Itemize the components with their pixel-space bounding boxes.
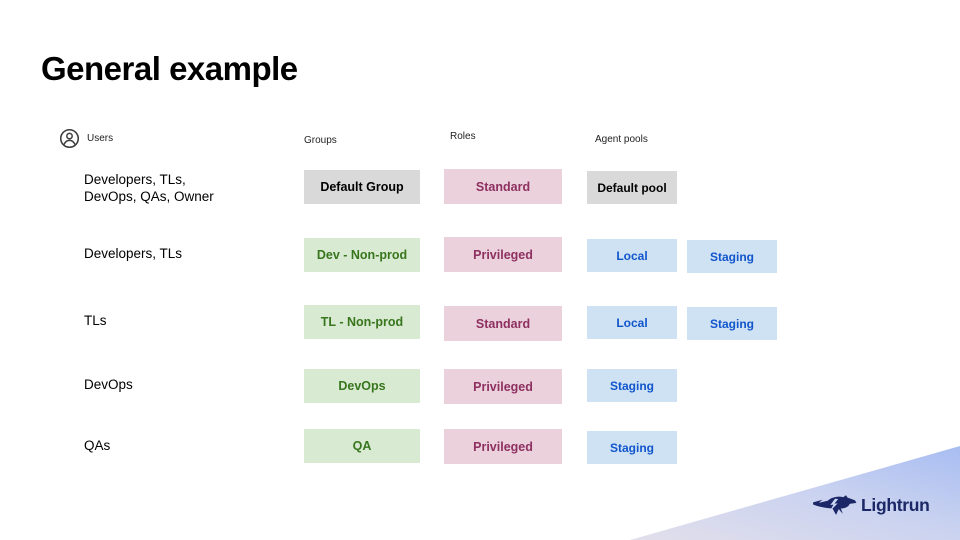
role-chip: Privileged	[444, 237, 562, 272]
group-chip: Default Group	[304, 170, 420, 204]
role-chip: Privileged	[444, 369, 562, 404]
users-cell: TLs	[84, 313, 107, 328]
group-chip: TL - Non-prod	[304, 305, 420, 339]
users-cell: Developers, TLs, DevOps, QAs, Owner	[84, 171, 214, 205]
pool-chip: Staging	[687, 307, 777, 340]
pool-chip: Staging	[587, 431, 677, 464]
column-header-agent-pools: Agent pools	[595, 134, 648, 145]
pool-chip: Local	[587, 239, 677, 272]
column-header-groups: Groups	[304, 135, 337, 146]
group-chip: QA	[304, 429, 420, 463]
pool-chip: Local	[587, 306, 677, 339]
group-chip: Dev - Non-prod	[304, 238, 420, 272]
footer-gradient-triangle	[630, 446, 960, 540]
role-chip: Privileged	[444, 429, 562, 464]
user-circle-icon	[59, 128, 80, 149]
brand-logo: Lightrun	[812, 494, 930, 517]
pool-chip: Staging	[587, 369, 677, 402]
pool-chip: Default pool	[587, 171, 677, 204]
brand-name: Lightrun	[861, 495, 930, 515]
pool-chip: Staging	[687, 240, 777, 273]
users-cell-line: DevOps, QAs, Owner	[84, 189, 214, 204]
column-header-roles: Roles	[450, 131, 476, 142]
column-header-users: Users	[87, 133, 114, 144]
group-chip: DevOps	[304, 369, 420, 403]
role-chip: Standard	[444, 306, 562, 341]
users-cell: Developers, TLs	[84, 246, 183, 261]
users-cell-line: Developers, TLs,	[84, 172, 186, 187]
cheetah-icon	[813, 495, 857, 515]
role-chip: Standard	[444, 169, 562, 204]
users-cell: DevOps	[84, 377, 133, 392]
page-title: General example	[41, 50, 298, 87]
users-cell: QAs	[84, 438, 111, 453]
